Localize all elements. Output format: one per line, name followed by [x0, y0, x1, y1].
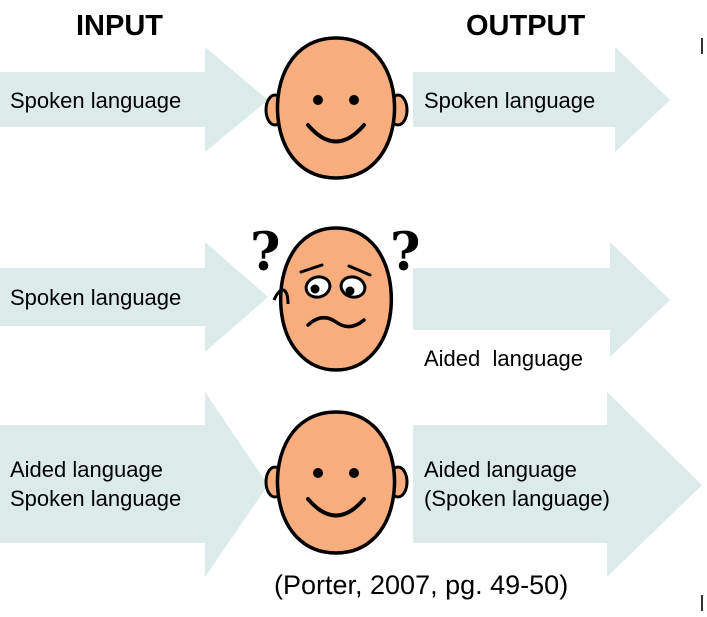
happy-face-1 — [264, 36, 409, 180]
output-label-1: Spoken language — [424, 86, 595, 115]
question-mark-right: ? — [390, 222, 420, 283]
output-arrow-3 — [413, 392, 702, 577]
output-label-line: Aided language — [424, 346, 584, 371]
input-label-line: Aided language — [10, 457, 163, 482]
input-label-line: Spoken language — [10, 88, 182, 113]
input-label-line: Spoken language — [10, 285, 182, 310]
happy-face-3 — [264, 410, 409, 555]
input-label-3: Aided language Spoken language — [10, 455, 181, 513]
output-label-2: Aided language — [424, 286, 583, 402]
output-header: OUTPUT — [466, 10, 586, 42]
edge-mark-top — [701, 38, 703, 54]
edge-mark-bottom — [701, 595, 703, 611]
input-label-1: Spoken language — [10, 86, 181, 115]
input-header: INPUT — [76, 10, 163, 42]
output-label-3: Aided language (Spoken language) — [424, 455, 610, 513]
confused-face-2 — [272, 226, 394, 372]
output-label-line: Aided language — [424, 457, 577, 482]
output-label-line: Spoken language — [424, 88, 596, 113]
output-arrow-2 — [413, 242, 670, 357]
input-label-2: Spoken language — [10, 283, 181, 312]
output-label-line: (Spoken language) — [424, 486, 610, 511]
input-arrow-3 — [0, 392, 268, 577]
output-arrow-1 — [413, 47, 670, 152]
input-label-line: Spoken language — [10, 486, 182, 511]
citation: (Porter, 2007, pg. 49-50) — [274, 570, 569, 600]
input-arrow-1 — [0, 47, 268, 152]
question-mark-left: ? — [250, 222, 280, 283]
input-arrow-2 — [0, 242, 268, 352]
